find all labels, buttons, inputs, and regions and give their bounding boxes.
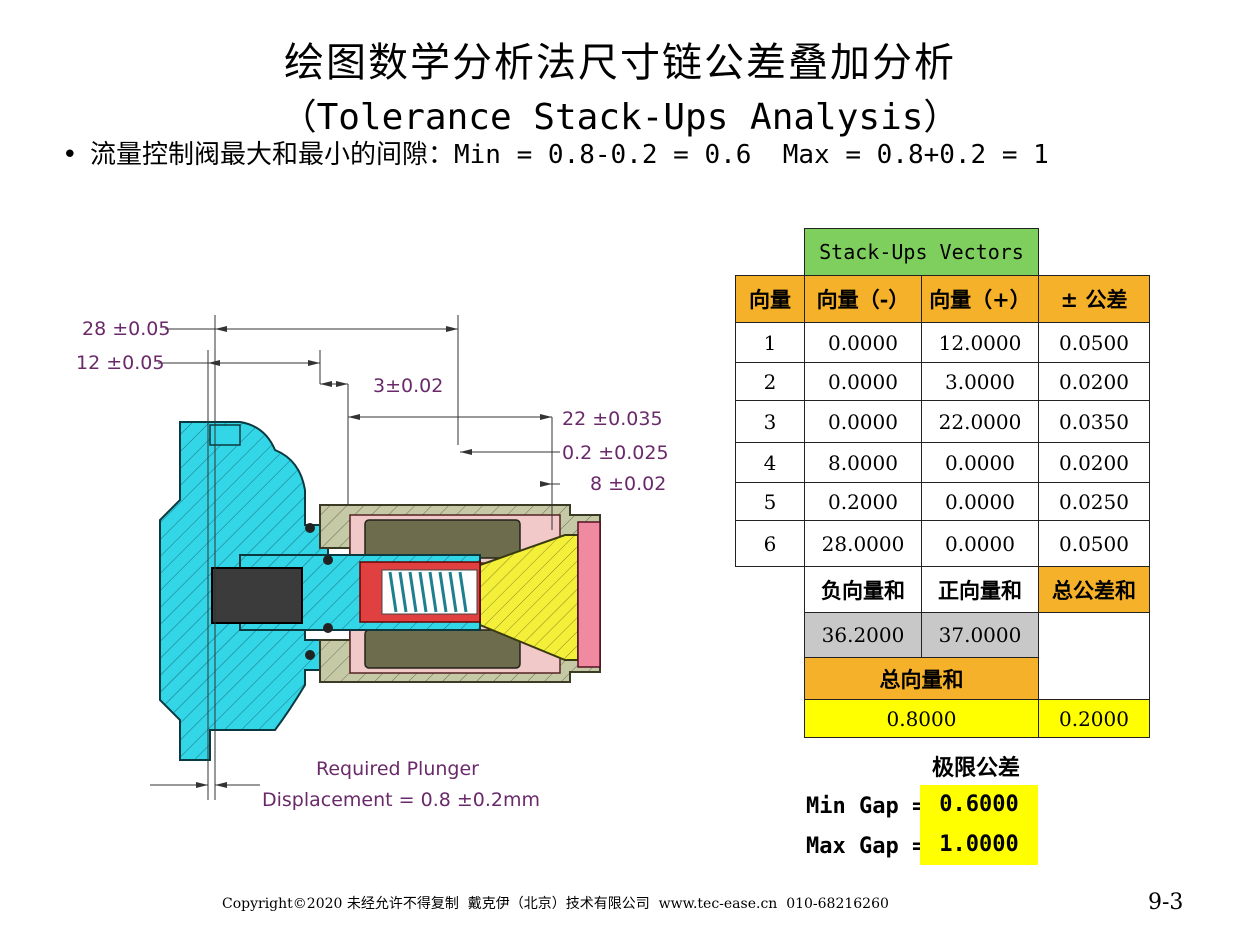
footer: Copyright©2020 未经允许不得复制 戴克伊（北京）技术有限公司 ww… bbox=[222, 896, 889, 912]
caption-line-1: Required Plunger bbox=[316, 758, 479, 780]
dim-8: 8 ±0.02 bbox=[590, 473, 666, 495]
total-vector-label: 总向量和 bbox=[804, 657, 1039, 700]
bullet-point: • 流量控制阀最大和最小的间隙：Min = 0.8-0.2 = 0.6 Max =… bbox=[62, 134, 1049, 171]
cell: 5 bbox=[735, 482, 805, 521]
cell: 0.0200 bbox=[1038, 442, 1150, 483]
sum-label-row: 负向量和 正向量和 总公差和 bbox=[736, 566, 1150, 613]
table-row: 4 8.0000 0.0000 0.0200 bbox=[735, 442, 1150, 483]
total-tol-value: 0.2000 bbox=[1038, 699, 1150, 738]
cell: 22.0000 bbox=[921, 400, 1039, 443]
cell: 3.0000 bbox=[921, 362, 1039, 401]
cell: 1 bbox=[735, 322, 805, 363]
o-ring bbox=[305, 650, 315, 660]
cell: 0.0350 bbox=[1038, 400, 1150, 443]
pos-sum-label: 正向量和 bbox=[921, 566, 1039, 613]
cell: 8.0000 bbox=[804, 442, 922, 483]
o-ring bbox=[323, 623, 333, 633]
cell: 0.0000 bbox=[804, 362, 922, 401]
bullet-symbol: • bbox=[62, 140, 78, 170]
cell: 0.2000 bbox=[804, 482, 922, 521]
cell: 0.0000 bbox=[921, 520, 1039, 567]
valve-cross-section-drawing: 28 ±0.05 12 ±0.05 3±0.02 22 ±0.035 0.2 ±… bbox=[76, 315, 669, 811]
limit-label: 极限公差 bbox=[932, 755, 1021, 781]
max-gap-label: Max Gap = bbox=[806, 834, 926, 859]
insert-bottom bbox=[364, 629, 521, 669]
min-gap-value: 0.6000 bbox=[920, 785, 1038, 825]
table-row: 2 0.0000 3.0000 0.0200 bbox=[735, 362, 1150, 401]
table-row: 5 0.2000 0.0000 0.0250 bbox=[735, 482, 1150, 521]
cell: 0.0250 bbox=[1038, 482, 1150, 521]
page-number: 9-3 bbox=[1148, 890, 1184, 915]
plunger-insert bbox=[211, 567, 303, 624]
max-gap-value: 1.0000 bbox=[920, 825, 1038, 865]
total-vector-value: 0.8000 bbox=[804, 699, 1039, 738]
sum-value-row: 36.2000 37.0000 bbox=[736, 612, 1150, 658]
cell: 28.0000 bbox=[804, 520, 922, 567]
cell: 0.0000 bbox=[921, 442, 1039, 483]
cell: 0.0000 bbox=[804, 322, 922, 363]
caption-line-2: Displacement = 0.8 ±0.2mm bbox=[262, 789, 540, 811]
page-subtitle: （Tolerance Stack-Ups Analysis） bbox=[280, 97, 960, 138]
table-row: 3 0.0000 22.0000 0.0350 bbox=[735, 400, 1150, 443]
header-pos: 向量（+） bbox=[921, 275, 1039, 323]
spring bbox=[388, 571, 468, 613]
neg-sum-label: 负向量和 bbox=[804, 566, 922, 613]
dim-28: 28 ±0.05 bbox=[82, 318, 170, 340]
dim-22: 22 ±0.035 bbox=[562, 408, 663, 430]
end-cap bbox=[577, 521, 601, 668]
page-title: 绘图数学分析法尺寸链公差叠加分析 bbox=[284, 40, 956, 86]
header-tol: ± 公差 bbox=[1038, 275, 1150, 323]
o-ring bbox=[305, 523, 315, 533]
cell: 3 bbox=[735, 400, 805, 443]
o-ring bbox=[323, 555, 333, 565]
dim-0-2: 0.2 ±0.025 bbox=[562, 442, 669, 464]
cell: 12.0000 bbox=[921, 322, 1039, 363]
table-row: 1 0.0000 12.0000 0.0500 bbox=[735, 322, 1150, 363]
dim-3: 3±0.02 bbox=[373, 375, 443, 397]
vectors-header: Stack-Ups Vectors bbox=[804, 228, 1039, 276]
neg-sum-value: 36.2000 bbox=[804, 612, 922, 658]
min-gap-label: Min Gap = bbox=[806, 794, 926, 819]
cell: 6 bbox=[735, 520, 805, 567]
cell: 0.0000 bbox=[921, 482, 1039, 521]
cell: 0.0200 bbox=[1038, 362, 1150, 401]
cell: 2 bbox=[735, 362, 805, 401]
cell: 0.0500 bbox=[1038, 520, 1150, 567]
cell: 0.0000 bbox=[804, 400, 922, 443]
header-neg: 向量（-） bbox=[804, 275, 922, 323]
stackup-table: Stack-Ups Vectors 向量 向量（-） 向量（+） ± 公差 1 … bbox=[735, 228, 1150, 738]
table-header-row: 向量 向量（-） 向量（+） ± 公差 bbox=[735, 275, 1150, 323]
housing-port bbox=[209, 424, 241, 446]
bullet-text: 流量控制阀最大和最小的间隙：Min = 0.8-0.2 = 0.6 Max = … bbox=[90, 140, 1049, 170]
cell: 4 bbox=[735, 442, 805, 483]
table-row: 6 28.0000 0.0000 0.0500 bbox=[735, 520, 1150, 567]
header-vector: 向量 bbox=[735, 275, 805, 323]
cell: 0.0500 bbox=[1038, 322, 1150, 363]
pos-sum-value: 37.0000 bbox=[921, 612, 1039, 658]
dim-12: 12 ±0.05 bbox=[76, 352, 164, 374]
tol-sum-label: 总公差和 bbox=[1038, 566, 1150, 613]
insert-top bbox=[364, 519, 521, 559]
